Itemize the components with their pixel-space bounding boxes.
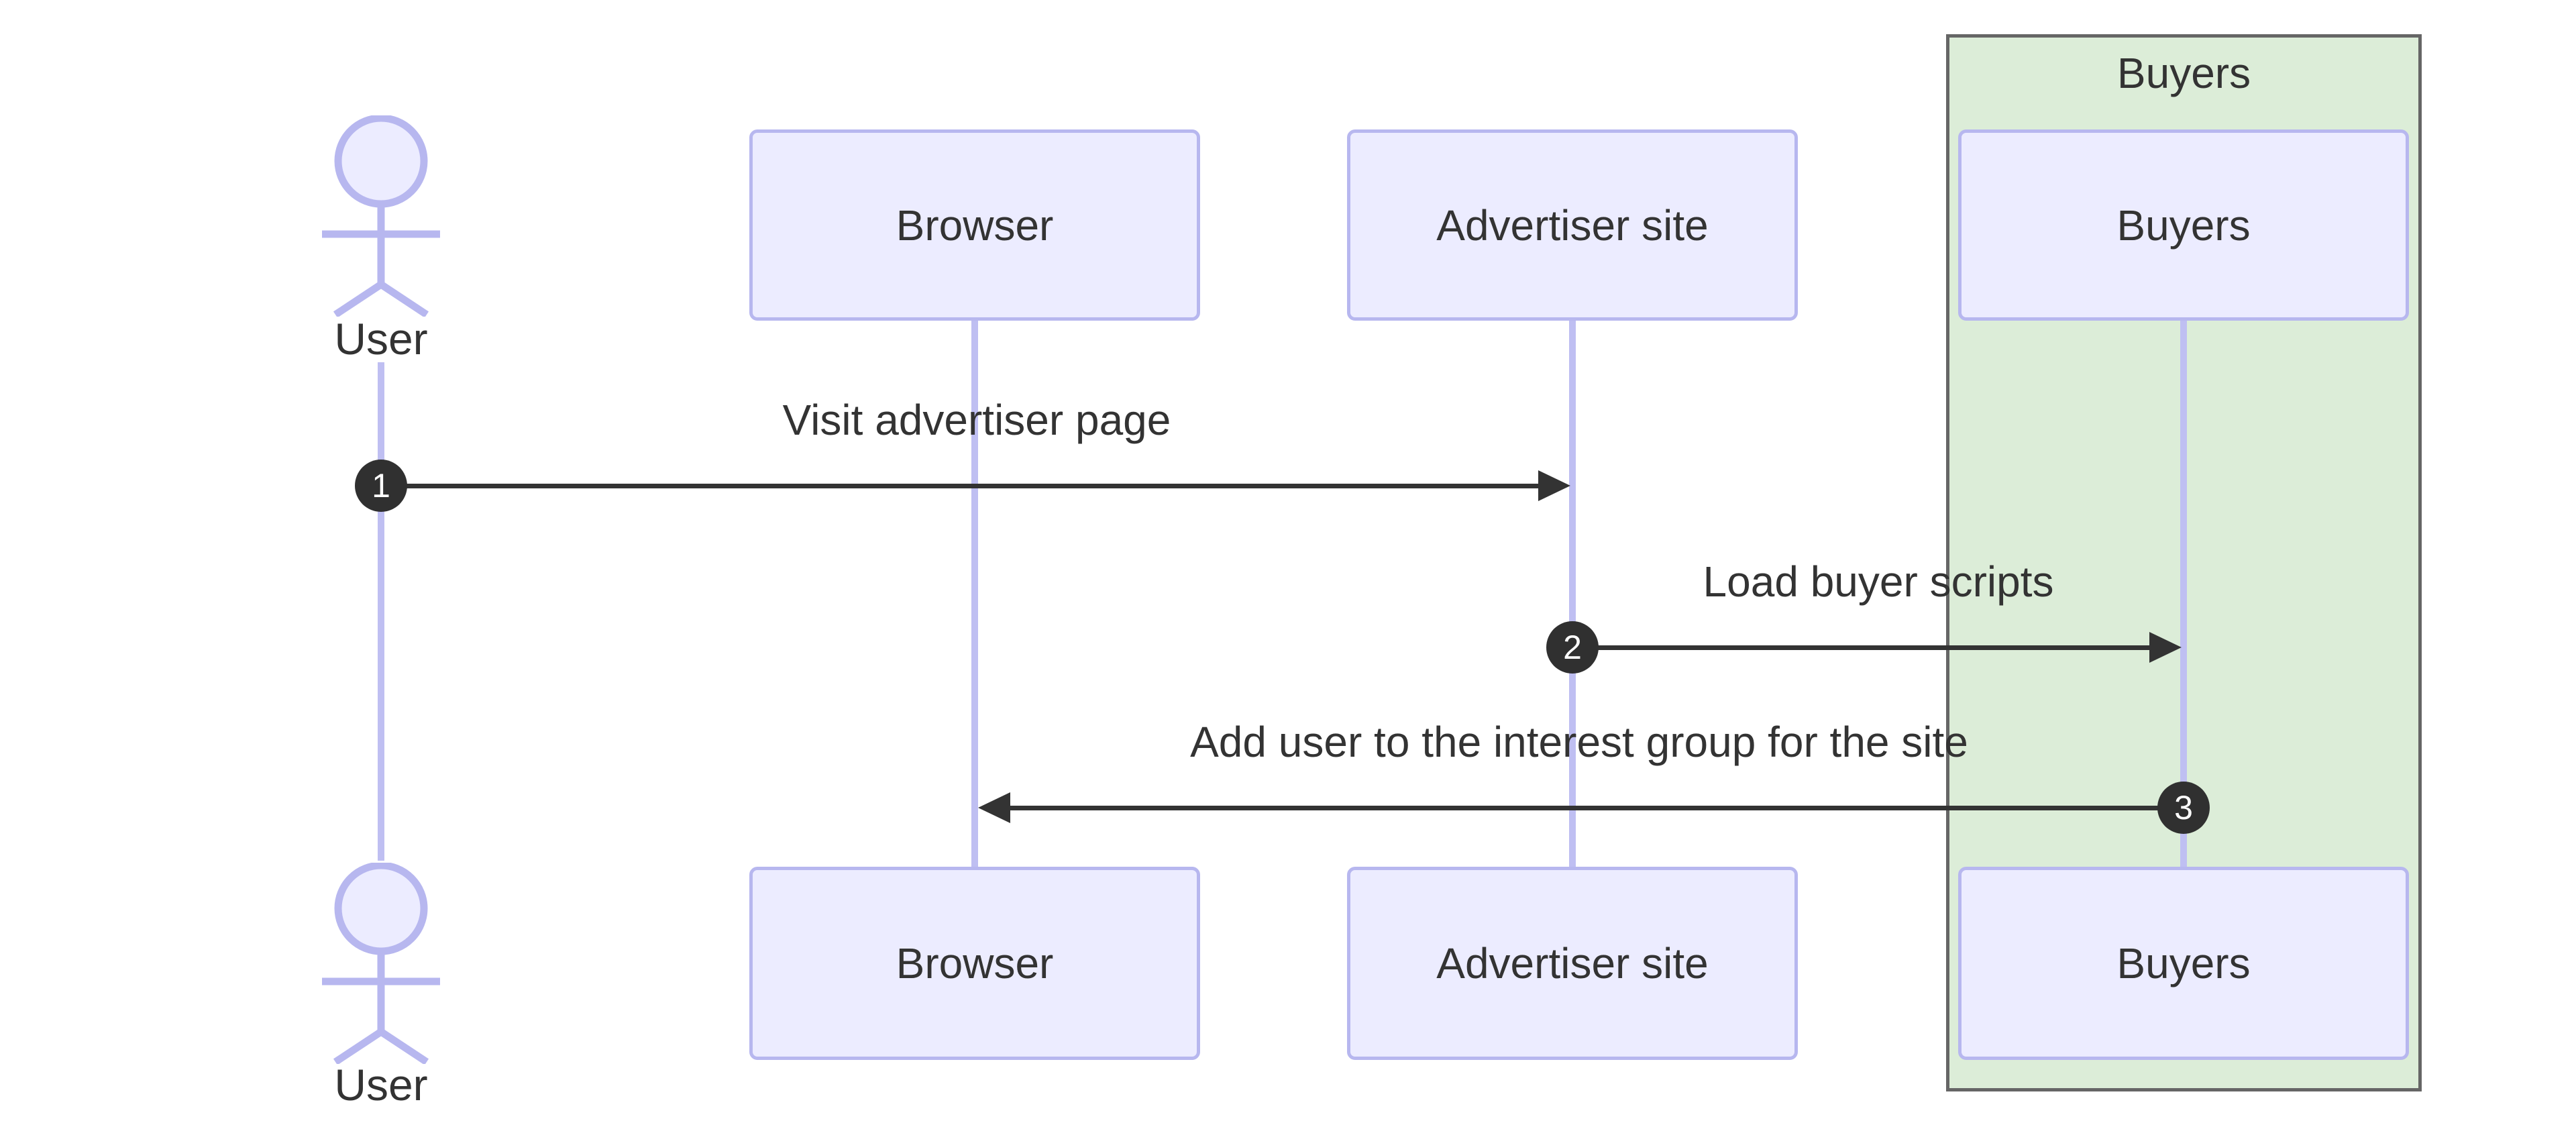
message-1-arrow-line bbox=[381, 484, 1540, 488]
user-actor-icon bbox=[322, 863, 440, 1064]
message-3-arrow-line bbox=[1009, 806, 2184, 810]
participant-buyers-label: Buyers bbox=[2116, 939, 2251, 987]
participant-buyers-bottom: Buyers bbox=[1958, 867, 2409, 1060]
participant-advertiser-site-top: Advertiser site bbox=[1347, 129, 1798, 321]
participant-browser-top: Browser bbox=[749, 129, 1200, 321]
participant-advertiser-site-bottom: Advertiser site bbox=[1347, 867, 1798, 1060]
message-3-number-badge: 3 bbox=[2157, 782, 2210, 834]
message-3-arrowhead-icon bbox=[978, 792, 1010, 823]
participant-browser-bottom: Browser bbox=[749, 867, 1200, 1060]
participant-browser-label: Browser bbox=[896, 201, 1054, 250]
lifeline-user bbox=[378, 362, 384, 861]
participant-browser-label: Browser bbox=[896, 939, 1054, 987]
message-2-number-badge: 2 bbox=[1546, 621, 1599, 674]
lifeline-buyers bbox=[2180, 317, 2187, 869]
message-2-arrow-line bbox=[1572, 645, 2151, 650]
lifeline-browser bbox=[971, 317, 978, 869]
participant-advertiser-site-label: Advertiser site bbox=[1436, 939, 1709, 987]
user-actor-icon bbox=[322, 115, 440, 317]
user-actor-label-bottom: User bbox=[334, 1060, 428, 1110]
participant-buyers-top: Buyers bbox=[1958, 129, 2409, 321]
buyers-group-label: Buyers bbox=[2116, 49, 2251, 97]
message-1-arrowhead-icon bbox=[1538, 470, 1570, 501]
user-actor-label-top: User bbox=[334, 314, 428, 364]
message-1-text: Visit advertiser page bbox=[782, 396, 1171, 444]
message-3-text: Add user to the interest group for the s… bbox=[1190, 718, 1968, 766]
participant-advertiser-site-label: Advertiser site bbox=[1436, 201, 1709, 250]
message-2-text: Load buyer scripts bbox=[1703, 557, 2054, 606]
message-1-number-badge: 1 bbox=[355, 460, 407, 512]
message-2-arrowhead-icon bbox=[2149, 632, 2182, 663]
participant-buyers-label: Buyers bbox=[2116, 201, 2251, 250]
lifeline-advertiser-site bbox=[1569, 317, 1576, 869]
